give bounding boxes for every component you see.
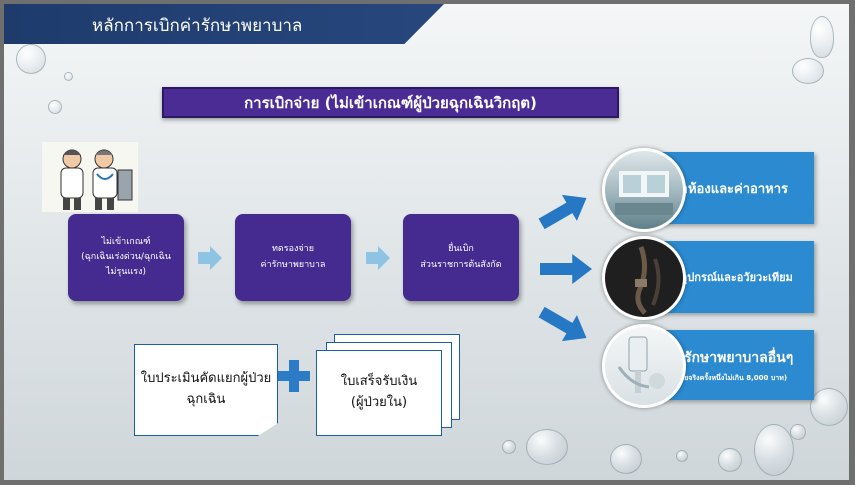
output-label: ค่าห้องและค่าอาหาร [671, 181, 788, 197]
medical-device-photo-icon [602, 236, 686, 320]
water-drop-decoration [610, 444, 642, 474]
document-line: (ผู้ป่วยใน) [350, 395, 408, 410]
water-drop-decoration [64, 72, 73, 81]
header-band [4, 4, 444, 44]
water-drop-decoration [810, 16, 834, 58]
medical-supplies-graphic [617, 336, 665, 393]
water-drop-decoration [718, 448, 742, 472]
inpatient-receipt-document: ใบเสร็จรับเงิน (ผู้ป่วยใน) [316, 350, 442, 436]
arrow-down-right-icon [534, 299, 594, 351]
process-step-advance-payment: ทดรองจ่าย ค่ารักษาพยาบาล [235, 214, 351, 301]
medical-device-graphic [635, 246, 661, 315]
chevron-right-icon [198, 246, 222, 270]
water-drop-decoration [16, 44, 46, 74]
water-drop-decoration [754, 424, 794, 476]
hospital-room-graphic [615, 171, 673, 215]
step-line: ยื่นเบิก [448, 244, 474, 255]
water-drop-decoration [792, 58, 824, 84]
arrow-up-right-icon [534, 185, 594, 237]
step-line: ค่ารักษาพยาบาล [260, 259, 326, 270]
triage-assessment-form: ใบประเมินคัดแยกผู้ป่วย ฉุกเฉิน [134, 344, 278, 436]
hospital-room-photo-icon [602, 148, 686, 232]
process-step-criteria: ไม่เข้าเกณฑ์ (ฉุกเฉินเร่งด่วน/ฉุกเฉิน ไม… [68, 214, 184, 301]
water-drop-decoration [502, 440, 516, 454]
output-note: (จ่ายจริงครั้งหนึ่งไม่เกิน 8,000 บาท) [672, 373, 788, 382]
page-title: หลักการเบิกค่ารักษาพยาบาล [92, 16, 303, 36]
water-drop-decoration [790, 424, 806, 440]
step-line: ทดรองจ่าย [271, 244, 314, 255]
step-line: ไม่เข้าเกณฑ์ [101, 236, 151, 247]
doctors-cartoon-icon [42, 142, 138, 212]
water-drop-decoration [676, 450, 688, 462]
water-drop-decoration [810, 388, 848, 426]
step-line: ส่วนราชการต้นสังกัด [420, 259, 502, 270]
step-line: (ฉุกเฉินเร่งด่วน/ฉุกเฉิน [81, 251, 171, 262]
water-drop-decoration [526, 429, 568, 465]
process-step-submit-claim: ยื่นเบิก ส่วนราชการต้นสังกัด [403, 214, 519, 301]
arrow-right-icon [540, 254, 592, 284]
document-line: ใบเสร็จรับเงิน [340, 374, 418, 390]
plus-icon [278, 360, 310, 392]
chevron-right-icon [366, 246, 390, 270]
output-label: ค่ารักษาพยาบาลอื่นๆ [666, 349, 794, 366]
diagram-banner: การเบิกจ่าย (ไม่เข้าเกณฑ์ผู้ป่วยฉุกเฉินว… [162, 87, 619, 118]
document-line: ฉุกเฉิน [186, 392, 226, 407]
output-label: ค่าอุปกรณ์และอวัยวะเทียม [667, 271, 793, 284]
slide: หลักการเบิกค่ารักษาพยาบาล การเบิกจ่าย (ไ… [4, 4, 849, 480]
medical-supplies-photo-icon [602, 324, 686, 408]
step-line: ไม่รุนแรง) [106, 267, 146, 278]
water-drop-decoration [48, 100, 62, 114]
document-line: ใบประเมินคัดแยกผู้ป่วย [140, 371, 272, 387]
